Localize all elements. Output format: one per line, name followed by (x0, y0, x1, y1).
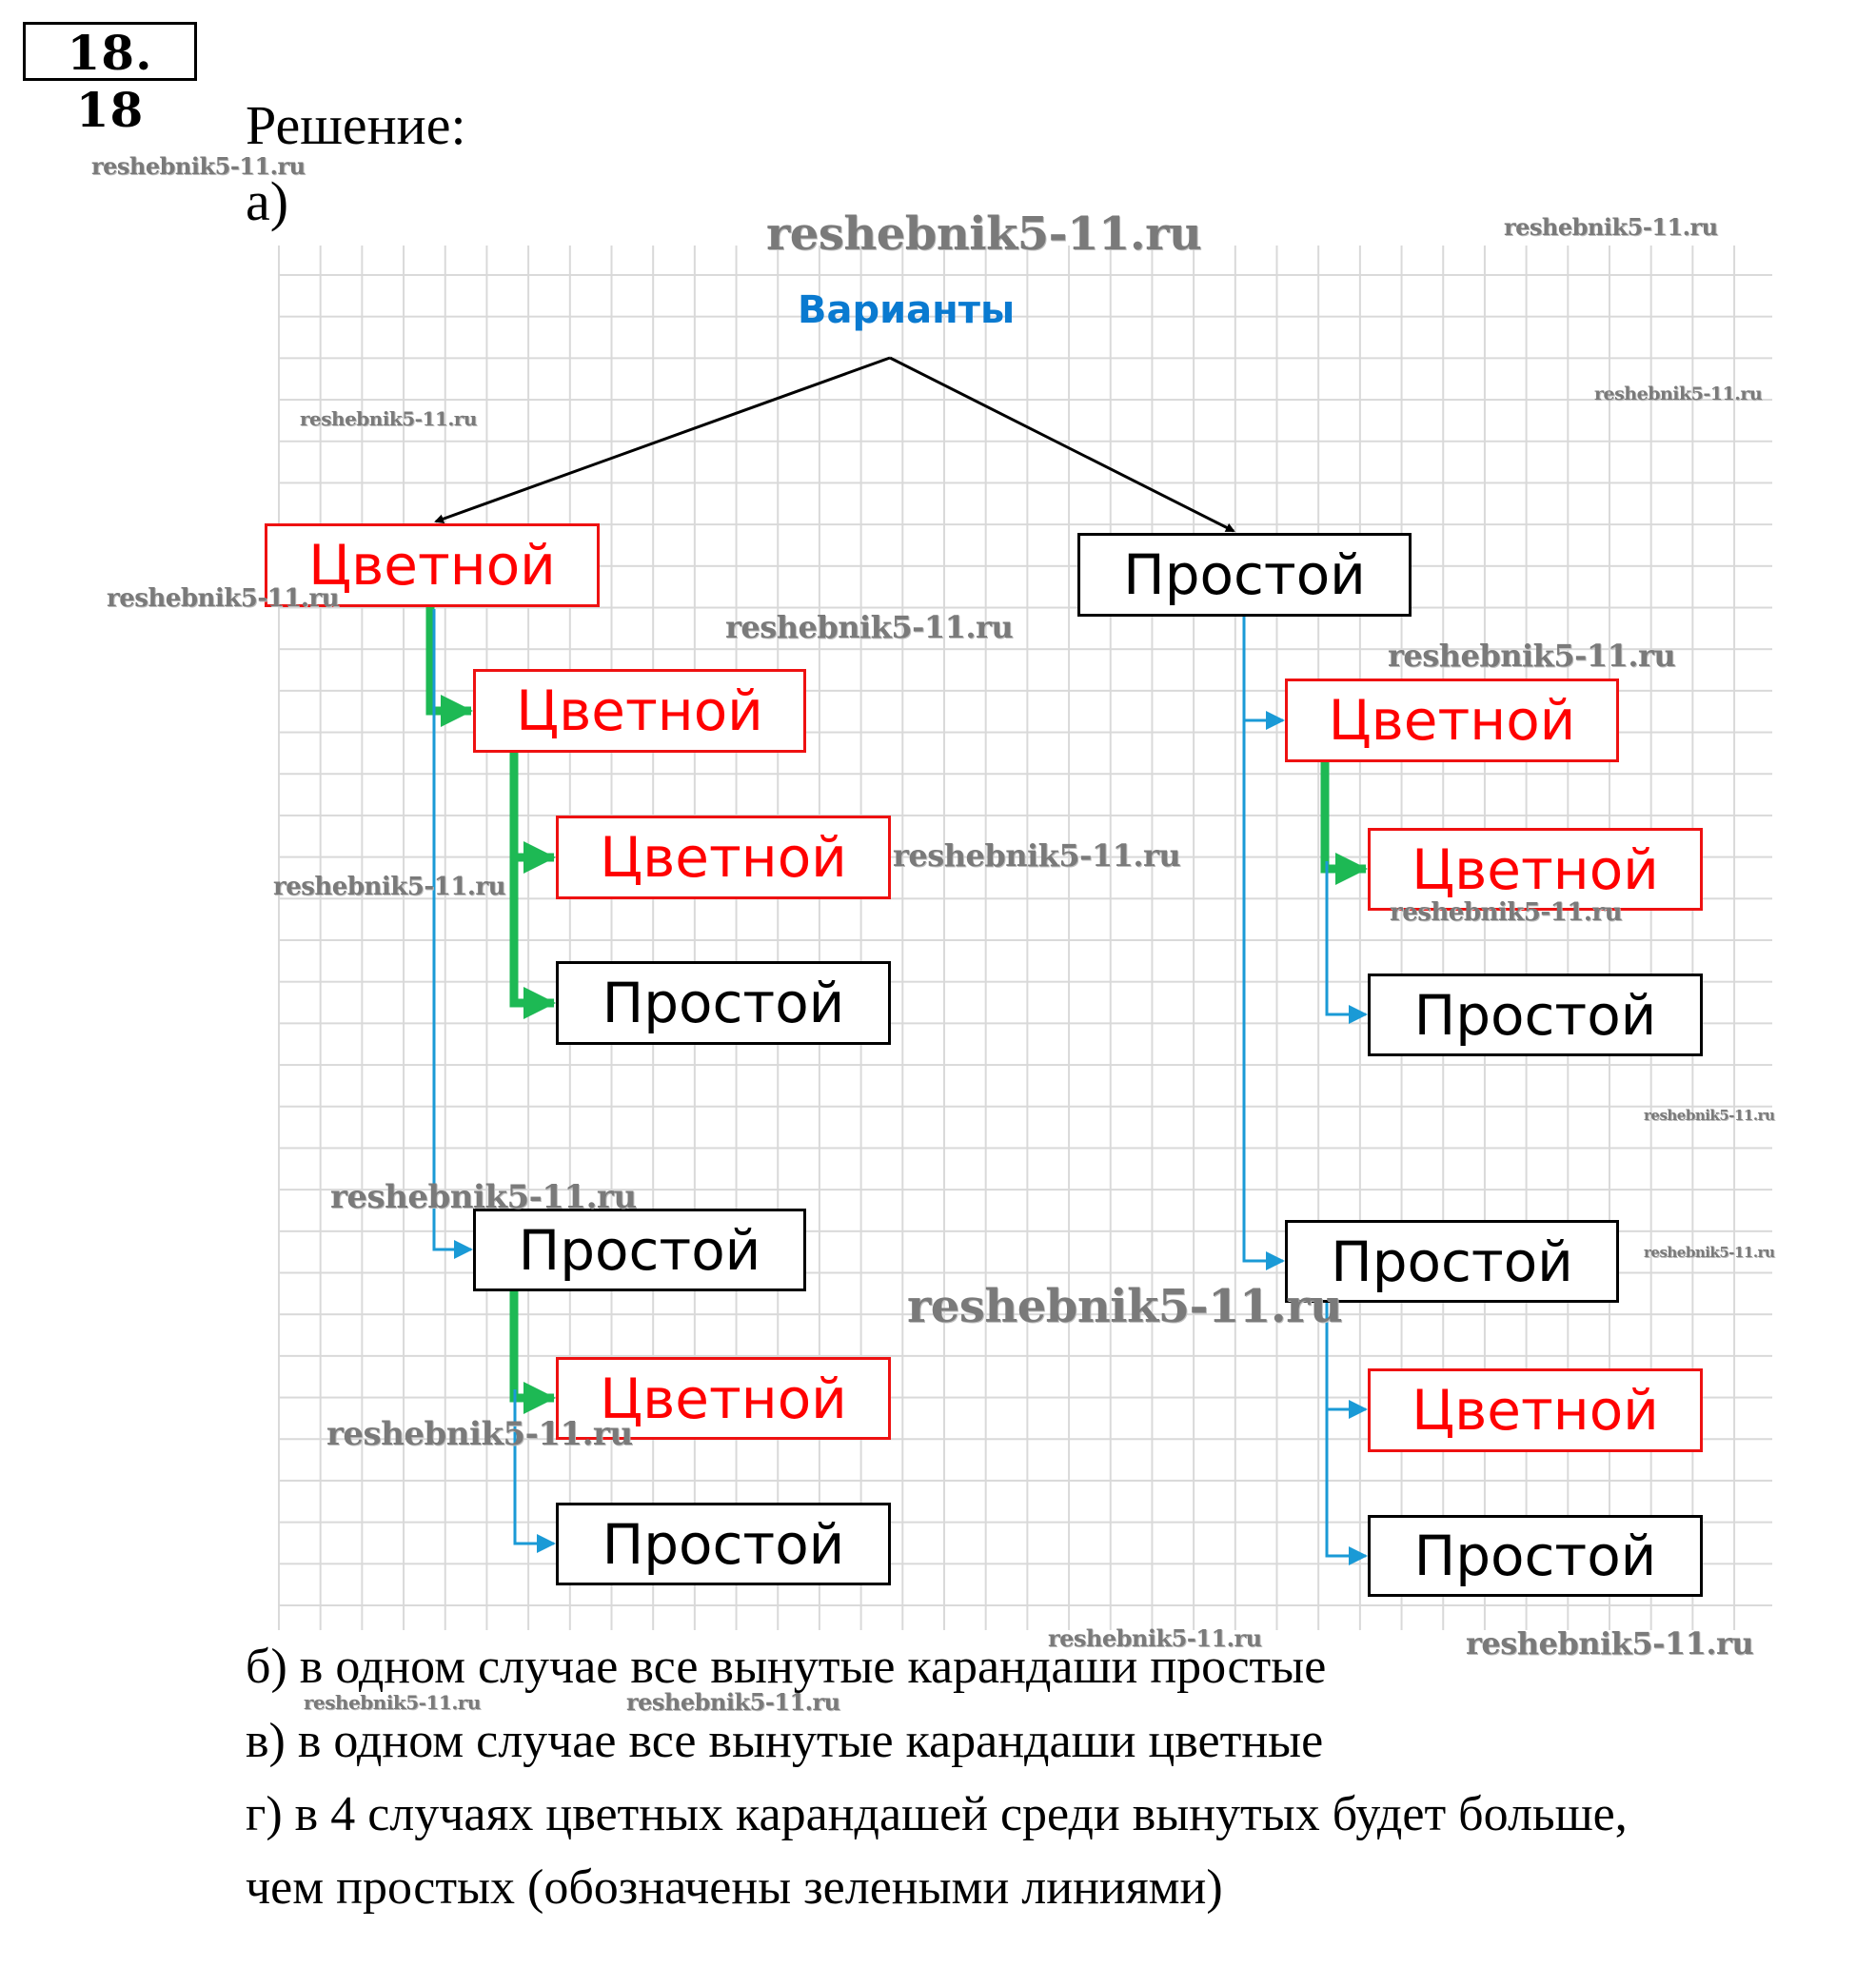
node-l3-colored-colored-colored: Цветной (556, 816, 891, 899)
edge-green-l2leftbottom-l3c (509, 1291, 556, 1414)
edge-blue-l2leftbottom-l3d (513, 1389, 556, 1553)
edge-blue-l1right-l2rightbottom (1242, 666, 1285, 1270)
watermark: reshebnik5-11.ru (1390, 898, 1623, 927)
watermark: reshebnik5-11.ru (273, 873, 506, 901)
root-label: Варианты (798, 288, 1016, 332)
watermark: reshebnik5-11.ru (107, 584, 340, 613)
watermark: reshebnik5-11.ru (1388, 638, 1676, 674)
answer-b: б) в одном случае все вынутые карандаши … (246, 1640, 1327, 1694)
answer-v: в) в одном случае все вынутые карандаши … (246, 1714, 1324, 1768)
edge-blue-l2righttop-l3f (1325, 861, 1368, 1024)
watermark: reshebnik5-11.ru (300, 407, 477, 430)
node-l1-plain: Простой (1077, 533, 1412, 617)
watermark: reshebnik5-11.ru (1644, 1244, 1775, 1261)
node-l2-left-colored: Цветной (473, 669, 806, 753)
watermark: reshebnik5-11.ru (626, 1688, 840, 1716)
answer-g-line2: чем простых (обозначены зелеными линиями… (246, 1860, 1223, 1915)
node-l3-plain-plain-colored: Цветной (1368, 1368, 1703, 1452)
watermark: reshebnik5-11.ru (1644, 1107, 1775, 1124)
edge-blue-l1right-l2righttop (1242, 617, 1285, 730)
watermark: reshebnik5-11.ru (326, 1415, 633, 1453)
watermark: reshebnik5-11.ru (725, 609, 1014, 645)
edge-root-left (434, 356, 891, 523)
watermark: reshebnik5-11.ru (330, 1178, 637, 1216)
watermark: reshebnik5-11.ru (766, 207, 1202, 261)
watermark: reshebnik5-11.ru (1048, 1624, 1262, 1652)
edge-blue-l2rightbottom-l3h (1325, 1399, 1368, 1565)
watermark: reshebnik5-11.ru (1466, 1625, 1754, 1662)
node-l2-right-colored: Цветной (1285, 679, 1619, 762)
node-l3-plain-colored-plain: Простой (1368, 974, 1703, 1056)
node-l3-colored-plain-colored: Цветной (556, 1357, 891, 1440)
node-l3-plain-plain-plain: Простой (1368, 1515, 1703, 1597)
watermark: reshebnik5-11.ru (1594, 384, 1763, 404)
problem-number: 18. 18 (23, 22, 197, 138)
edge-green-l2righttop-l3e (1320, 762, 1368, 885)
edge-blue-l1left-l2leftbottom (432, 609, 473, 1259)
node-l2-right-plain: Простой (1285, 1220, 1619, 1303)
node-l2-left-plain: Простой (473, 1209, 806, 1291)
edge-green-l2lefttop-l3b (509, 837, 556, 1019)
node-l3-colored-colored-plain: Простой (556, 961, 891, 1045)
answer-g-line1: г) в 4 случаях цветных карандашей среди … (246, 1787, 1628, 1841)
watermark: reshebnik5-11.ru (893, 837, 1181, 874)
watermark: reshebnik5-11.ru (907, 1280, 1343, 1333)
edge-green-l2lefttop-l3a (509, 753, 556, 874)
node-l1-colored: Цветной (265, 523, 600, 607)
part-a-label: а) (246, 170, 289, 232)
watermark: reshebnik5-11.ru (1504, 213, 1718, 241)
edge-green-l1left-l2lefttop (425, 607, 473, 727)
edge-root-right (889, 356, 1235, 533)
solution-heading: Решение: (246, 94, 466, 156)
node-l3-colored-plain-plain: Простой (556, 1503, 891, 1585)
node-l3-plain-colored-colored: Цветной (1368, 828, 1703, 911)
watermark: reshebnik5-11.ru (304, 1691, 481, 1714)
watermark: reshebnik5-11.ru (91, 152, 306, 180)
